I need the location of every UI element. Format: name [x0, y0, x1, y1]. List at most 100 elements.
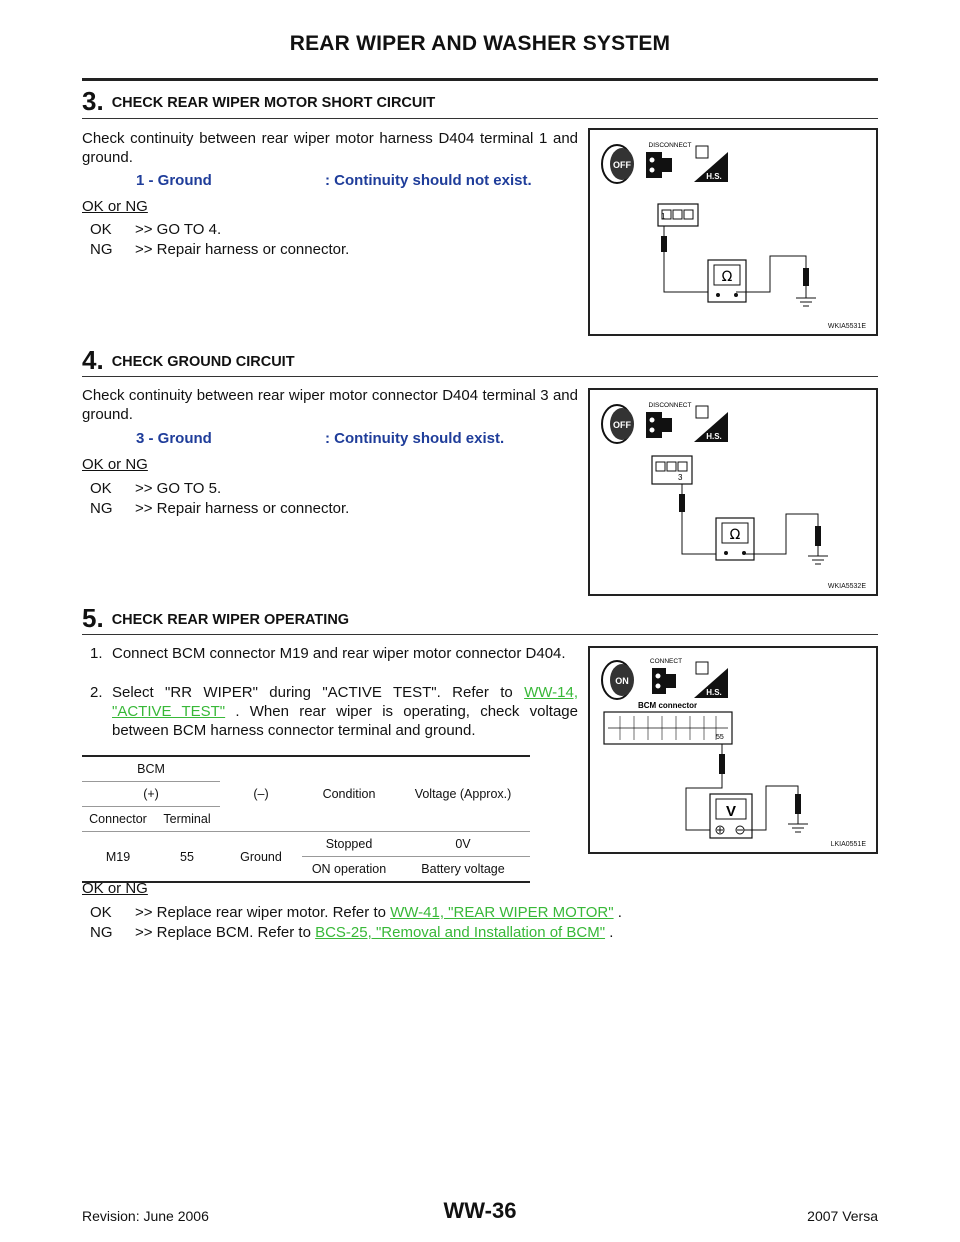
- step4-ng-result: NG>> Repair harness or connector.: [90, 499, 349, 519]
- figure-code: LKIA0551E: [830, 841, 866, 848]
- step5-item-2: 2. Select "RR WIPER" during "ACTIVE TEST…: [90, 683, 578, 740]
- th-connector: Connector: [82, 806, 154, 832]
- step3-spec: 1 - Ground : Continuity should not exist…: [136, 172, 532, 189]
- ground-symbol-icon: [788, 823, 808, 833]
- svg-text:V: V: [726, 803, 736, 820]
- harness-side-icon: H.S.: [694, 405, 728, 442]
- figure-step4-diagram: OFF DISCONNECT H.S. 3 Ω: [588, 388, 878, 596]
- svg-text:OFF: OFF: [613, 420, 631, 430]
- th-voltage: Voltage (Approx.): [396, 756, 530, 832]
- step4-spec-value: : Continuity should exist.: [325, 430, 505, 447]
- step3-heading: 3.CHECK REAR WIPER MOTOR SHORT CIRCUIT: [82, 86, 435, 117]
- step4-spec-label: 3 - Ground: [136, 430, 212, 447]
- svg-text:3: 3: [678, 473, 683, 482]
- step5-rule: [82, 634, 878, 635]
- svg-text:55: 55: [716, 734, 724, 741]
- step4-okng: OK or NG: [82, 456, 148, 473]
- step3-spec-value: : Continuity should not exist.: [325, 172, 532, 189]
- step5-okng: OK or NG: [82, 880, 148, 897]
- th-terminal: Terminal: [154, 806, 220, 832]
- ground-symbol-icon: [808, 555, 828, 565]
- step4-title: CHECK GROUND CIRCUIT: [111, 354, 295, 370]
- step5-heading: 5. CHECK REAR WIPER OPERATING: [82, 603, 349, 634]
- footer-model: 2007 Versa: [807, 1208, 878, 1224]
- svg-text:H.S.: H.S.: [706, 432, 722, 441]
- page-title: REAR WIPER AND WASHER SYSTEM: [289, 32, 671, 55]
- step5-ng-result: NG>> Replace BCM. Refer to BCS-25, "Remo…: [90, 924, 614, 941]
- voltmeter-icon: V: [709, 793, 753, 839]
- step3-number: 3.: [82, 86, 104, 116]
- step4-ok-result: OK>> GO TO 5.: [90, 479, 221, 499]
- ng-tag: NG: [90, 924, 113, 941]
- th-condition: Condition: [302, 756, 396, 832]
- disconnect-icon: DISCONNECT: [646, 142, 692, 178]
- item-number: 1.: [90, 645, 103, 662]
- ignition-off-icon: OFF: [601, 404, 634, 444]
- link-ww14-active-test[interactable]: WW-14, "ACTIVE TEST": [112, 684, 578, 720]
- ng-tag: NG: [90, 241, 113, 258]
- svg-text:Ω: Ω: [722, 269, 733, 285]
- step3-ng-result: NG >> Repair harness or connector.: [90, 240, 349, 260]
- step5-item-1: 1. Connect BCM connector M19 and rear wi…: [90, 644, 578, 663]
- ignition-on-icon: ON: [601, 660, 634, 700]
- item-text: Select "RR WIPER" during "ACTIVE TEST". …: [112, 684, 578, 739]
- step3-okng: OK or NG: [82, 198, 148, 215]
- step5-ok-result: OK>> Replace rear wiper motor. Refer to …: [90, 904, 622, 921]
- step4-spec: 3 - Ground : Continuity should exist.: [136, 430, 504, 447]
- svg-text:H.S.: H.S.: [706, 688, 722, 697]
- ohmmeter-icon: Ω: [707, 259, 747, 303]
- continuity-test-diagram: OFF DISCONNECT H.S. 1 Ω: [601, 142, 816, 307]
- figure-step5-diagram: ON CONNECT H.S. BCM connector 55: [588, 646, 878, 854]
- svg-text:1: 1: [661, 212, 666, 221]
- step5-number: 5.: [82, 603, 104, 633]
- step3-ok-result: OK >> GO TO 4.: [90, 220, 221, 240]
- step4-heading: 4. CHECK GROUND CIRCUIT: [82, 345, 295, 376]
- cell-condition-1: Stopped: [302, 831, 396, 857]
- disconnect-icon: DISCONNECT: [646, 402, 692, 438]
- cell-minus: Ground: [220, 831, 302, 883]
- link-bcs25-removal-installation[interactable]: BCS-25, "Removal and Installation of BCM…: [315, 924, 606, 941]
- connect-icon: CONNECT: [650, 658, 682, 694]
- bcm-connector-icon: 55: [603, 711, 733, 745]
- harness-side-icon: H.S.: [694, 661, 728, 698]
- th-minus: (–): [220, 756, 302, 832]
- connector-icon: 3: [651, 455, 693, 485]
- ok-tag: OK: [90, 221, 112, 238]
- svg-text:OFF: OFF: [613, 160, 631, 170]
- step4-rule: [82, 376, 878, 377]
- svg-text:CONNECT: CONNECT: [650, 658, 682, 665]
- step3-spec-label: 1 - Ground: [136, 172, 212, 189]
- cell-voltage-2: Battery voltage: [396, 856, 530, 883]
- item-text: Connect BCM connector M19 and rear wiper…: [112, 645, 566, 662]
- item-number: 2.: [90, 684, 103, 701]
- figure-code: WKIA5531E: [827, 323, 866, 330]
- svg-text:H.S.: H.S.: [706, 172, 722, 181]
- voltage-test-diagram: ON CONNECT H.S. BCM connector 55: [601, 658, 808, 839]
- cell-voltage-1: 0V: [396, 831, 530, 857]
- svg-text:ON: ON: [615, 676, 629, 686]
- step3-rule: [82, 118, 878, 119]
- ng-text: >> Repair harness or connector.: [135, 500, 350, 517]
- header-rule: [82, 78, 878, 81]
- bcm-voltage-table: BCM (–) Condition Voltage (Approx.) (+) …: [82, 755, 530, 883]
- step5-title: CHECK REAR WIPER OPERATING: [111, 612, 350, 628]
- connector-icon: 1: [657, 203, 699, 227]
- figure-code: WKIA5532E: [827, 583, 866, 590]
- svg-text:DISCONNECT: DISCONNECT: [649, 142, 692, 149]
- ok-tag: OK: [90, 480, 112, 497]
- ohmmeter-icon: Ω: [715, 517, 755, 561]
- footer-page-number: WW-36: [443, 1198, 517, 1223]
- step3-instruction: Check continuity between rear wiper moto…: [82, 130, 578, 166]
- step4-number: 4.: [82, 345, 104, 375]
- ignition-off-icon: OFF: [601, 144, 634, 184]
- bcm-connector-label: BCM connector: [638, 701, 697, 710]
- ground-symbol-icon: [796, 297, 816, 307]
- ng-text: >> Repair harness or connector.: [135, 241, 350, 258]
- link-ww41-rear-wiper-motor[interactable]: WW-41, "REAR WIPER MOTOR": [390, 904, 614, 921]
- cell-condition-2: ON operation: [302, 856, 396, 883]
- figure-step3-diagram: OFF DISCONNECT H.S. 1 Ω: [588, 128, 878, 336]
- th-plus: (+): [82, 781, 220, 807]
- footer-revision: Revision: June 2006: [82, 1208, 209, 1224]
- ok-text: >> GO TO 4.: [135, 221, 222, 238]
- svg-text:Ω: Ω: [730, 527, 741, 543]
